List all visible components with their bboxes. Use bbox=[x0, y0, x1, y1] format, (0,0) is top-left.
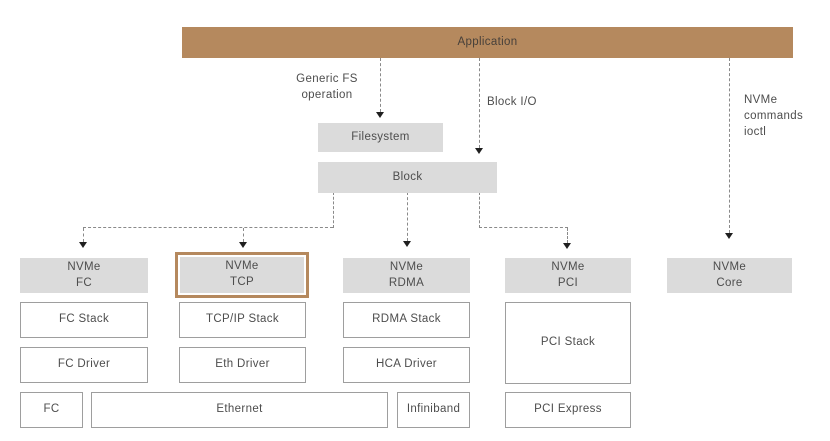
pci-stack-box: PCI Stack bbox=[505, 302, 631, 384]
connector-branch-right-horizontal bbox=[479, 227, 568, 228]
connector-drop-tcp bbox=[243, 228, 244, 242]
arrowhead-rdma bbox=[403, 241, 411, 247]
nvme-fc-box: NVMe FC bbox=[20, 258, 148, 293]
filesystem-box: Filesystem bbox=[318, 123, 443, 152]
nvme-tcp-label: NVMe TCP bbox=[180, 257, 304, 293]
connector-block-branch-right bbox=[479, 192, 480, 228]
connector-drop-pci bbox=[567, 228, 568, 243]
connector-branch-left-horizontal bbox=[83, 227, 333, 228]
arrowhead-filesystem bbox=[376, 112, 384, 118]
rdma-stack-box: RDMA Stack bbox=[343, 302, 470, 338]
connector-app-filesystem bbox=[380, 58, 381, 112]
connector-drop-fc bbox=[83, 228, 84, 242]
ethernet-transport-box: Ethernet bbox=[91, 392, 388, 428]
nvme-rdma-box: NVMe RDMA bbox=[343, 258, 470, 293]
hca-driver-box: HCA Driver bbox=[343, 347, 470, 383]
connector-app-core bbox=[729, 58, 730, 233]
connector-block-rdma bbox=[407, 192, 408, 241]
connector-app-block bbox=[479, 58, 480, 148]
application-box: Application bbox=[182, 27, 793, 58]
block-box: Block bbox=[318, 162, 497, 193]
eth-driver-box: Eth Driver bbox=[179, 347, 306, 383]
nvme-pci-box: NVMe PCI bbox=[505, 258, 631, 293]
pci-express-transport-box: PCI Express bbox=[505, 392, 631, 428]
arrowhead-pci bbox=[563, 243, 571, 249]
arrowhead-block bbox=[475, 148, 483, 154]
arrowhead-fc bbox=[79, 242, 87, 248]
tcpip-stack-box: TCP/IP Stack bbox=[179, 302, 306, 338]
arrowhead-core bbox=[725, 233, 733, 239]
fc-stack-box: FC Stack bbox=[20, 302, 148, 338]
generic-fs-operation-label: Generic FS operation bbox=[296, 73, 358, 102]
fc-driver-box: FC Driver bbox=[20, 347, 148, 383]
block-io-label: Block I/O bbox=[487, 96, 537, 108]
fc-transport-box: FC bbox=[20, 392, 83, 428]
connector-block-branch-left bbox=[333, 192, 334, 228]
nvme-commands-ioctl-label: NVMe commands ioctl bbox=[744, 94, 804, 139]
nvme-tcp-box: NVMe TCP bbox=[175, 252, 309, 298]
infiniband-transport-box: Infiniband bbox=[397, 392, 470, 428]
nvme-core-box: NVMe Core bbox=[667, 258, 792, 293]
arrowhead-tcp bbox=[239, 242, 247, 248]
